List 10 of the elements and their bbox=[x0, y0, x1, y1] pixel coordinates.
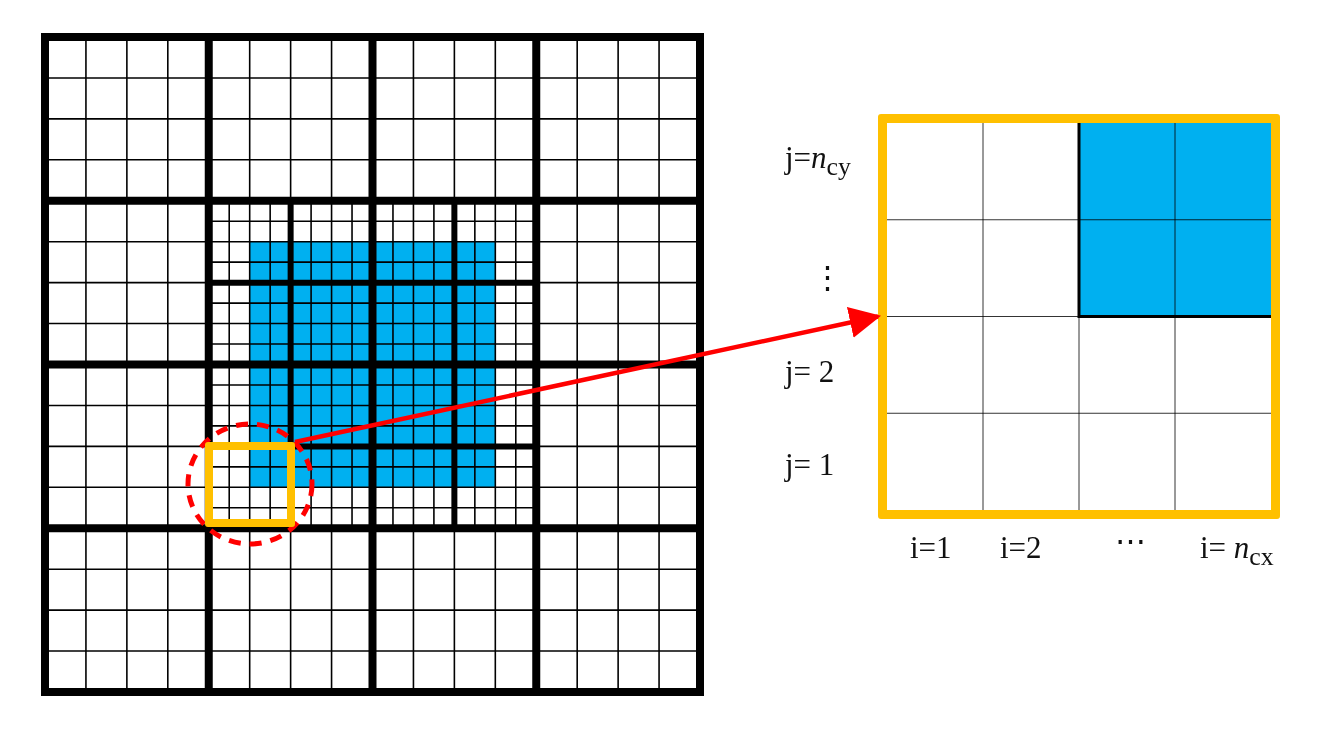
axis-index-label: i=2 bbox=[1000, 532, 1042, 563]
ellipsis: ⋯ bbox=[1115, 526, 1146, 557]
ellipsis: ⋮ bbox=[812, 262, 843, 293]
axis-index-label: j= 2 bbox=[785, 356, 835, 387]
axis-index-label: i= n$_{cx}$ bbox=[1200, 532, 1274, 570]
axis-index-label: j=n$_{cy}$ bbox=[785, 142, 851, 180]
axis-index-label: i=1 bbox=[910, 532, 952, 563]
highlight-square bbox=[205, 442, 295, 527]
arrow bbox=[294, 307, 882, 445]
axis-index-label: j= 1 bbox=[785, 449, 835, 480]
